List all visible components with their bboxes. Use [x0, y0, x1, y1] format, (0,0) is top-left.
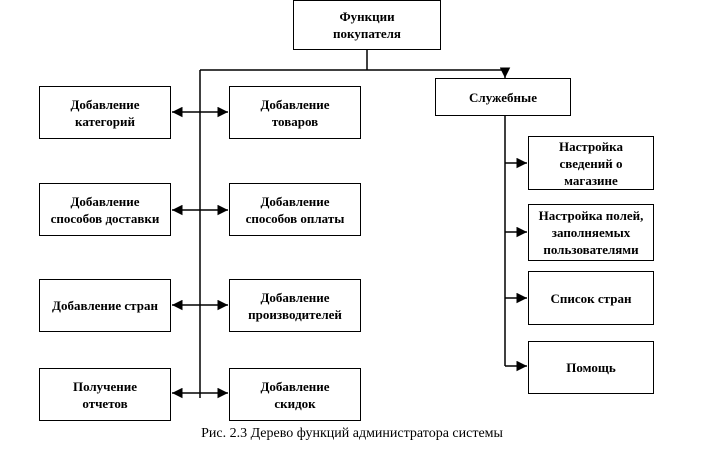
box-help: Помощь [528, 341, 654, 394]
box-add-discounts: Добавление скидок [229, 368, 361, 421]
box-fields-settings: Настройка полей, заполняемых пользовател… [528, 204, 654, 261]
root-box: Функции покупателя [293, 0, 441, 50]
box-add-delivery: Добавление способов доставки [39, 183, 171, 236]
box-add-payment: Добавление способов оплаты [229, 183, 361, 236]
box-add-categories: Добавление категорий [39, 86, 171, 139]
box-service: Служебные [435, 78, 571, 116]
box-add-manufacturers: Добавление производителей [229, 279, 361, 332]
box-add-countries: Добавление стран [39, 279, 171, 332]
figure-caption: Рис. 2.3 Дерево функций администратора с… [201, 426, 503, 441]
box-get-reports: Получение отчетов [39, 368, 171, 421]
box-country-list: Список стран [528, 271, 654, 325]
box-add-goods: Добавление товаров [229, 86, 361, 139]
box-shop-settings: Настройка сведений о магазине [528, 136, 654, 190]
